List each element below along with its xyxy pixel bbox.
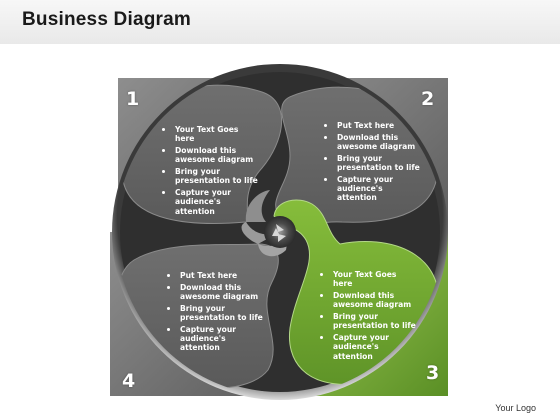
footer-logo: Your Logo: [495, 403, 536, 413]
swirl-center: [264, 216, 296, 248]
quadrant-2-bullets: Put Text here Download this awesome diag…: [321, 121, 421, 205]
list-item: Capture your audience's attention: [164, 325, 264, 353]
quadrant-1-bullets: Your Text Goes here Download this awesom…: [159, 125, 259, 218]
quadrant-number-1: 1: [126, 88, 140, 110]
quadrant-3-bullets: Your Text Goes here Download this awesom…: [317, 270, 417, 363]
quadrant-number-2: 2: [421, 88, 435, 110]
page-title: Business Diagram: [22, 9, 191, 30]
quadrant-4-bullets: Put Text here Download this awesome diag…: [164, 271, 264, 355]
list-item: Your Text Goes here: [159, 125, 259, 144]
list-item: Put Text here: [321, 121, 421, 130]
list-item: Download this awesome diagram: [164, 283, 264, 302]
quadrant-number-4: 4: [122, 370, 136, 392]
swirl-arm-4: [258, 238, 288, 257]
list-item: Bring your presentation to life: [321, 154, 421, 173]
list-item: Capture your audience's attention: [321, 175, 421, 203]
list-item: Download this awesome diagram: [321, 133, 421, 152]
quadrant-number-3: 3: [426, 362, 440, 384]
list-item: Your Text Goes here: [317, 270, 417, 289]
swirl-arm-1: [245, 190, 270, 222]
list-item: Download this awesome diagram: [317, 291, 417, 310]
list-item: Bring your presentation to life: [164, 304, 264, 323]
list-item: Capture your audience's attention: [317, 333, 417, 361]
list-item: Capture your audience's attention: [159, 188, 259, 216]
list-item: Bring your presentation to life: [317, 312, 417, 331]
header-bar: Business Diagram: [0, 0, 560, 44]
list-item: Bring your presentation to life: [159, 167, 259, 186]
center-arrows-icon: [272, 224, 286, 242]
list-item: Download this awesome diagram: [159, 146, 259, 165]
list-item: Put Text here: [164, 271, 264, 280]
